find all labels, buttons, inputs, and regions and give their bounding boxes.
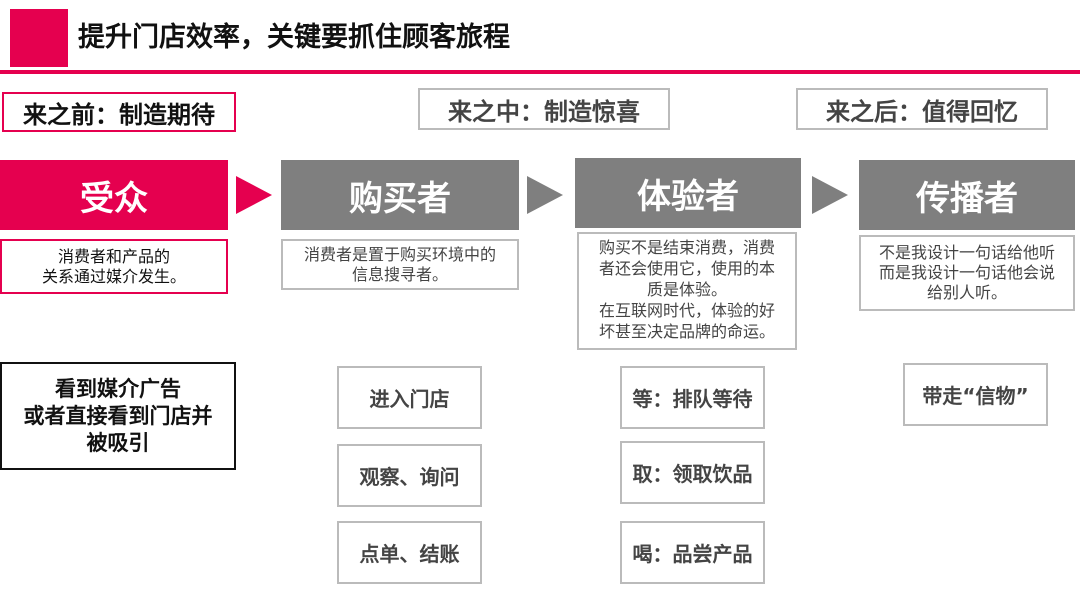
arrow-right-icon [236,176,272,214]
description-line: 消费者是置于购买环境中的 [303,244,496,264]
title-underline [0,70,1080,74]
arrow-right-icon [812,176,848,214]
phase-before-label: 来之前：制造期待 [2,92,236,132]
buyer-action-observe-ask: 观察、询问 [337,444,482,507]
role-audience-header: 受众 [0,160,228,230]
experiencer-action-taste: 喝：品尝产品 [620,521,765,584]
arrow-right-icon [527,176,563,214]
description-line: 坏甚至决定品牌的命运。 [598,322,775,341]
description-line: 不是我设计一句话给他听 [878,243,1055,262]
action-line: 被吸引 [86,430,150,455]
experiencer-action-pickup: 取：领取饮品 [620,441,765,504]
spreader-action-token: 带走“信物” [903,363,1048,426]
description-line: 消费者和产品的 [57,246,170,266]
role-spreader-description: 不是我设计一句话给他听 而是我设计一句话他会说 给别人听。 [859,235,1075,311]
description-line: 者还会使用它，使用的本 [598,259,775,278]
role-buyer-header: 购买者 [281,160,519,230]
buyer-action-enter-store: 进入门店 [337,366,482,429]
buyer-action-order-pay: 点单、结账 [337,521,482,584]
phase-during-label: 来之中：制造惊喜 [418,88,670,130]
title-accent-square [10,9,68,67]
description-line: 关系通过媒介发生。 [41,266,186,286]
experiencer-action-wait: 等：排队等待 [620,366,765,429]
audience-action-box: 看到媒介广告 或者直接看到门店并 被吸引 [0,362,236,470]
description-line: 质是体验。 [646,280,727,299]
description-line: 购买不是结束消费，消费 [598,238,775,257]
role-buyer-description: 消费者是置于购买环境中的 信息搜寻者。 [281,239,519,290]
phase-after-label: 来之后：值得回忆 [796,88,1048,130]
role-experiencer-header: 体验者 [575,158,801,228]
page-title: 提升门店效率，关键要抓住顾客旅程 [78,22,510,53]
description-line: 而是我设计一句话他会说 [878,263,1055,282]
description-line: 给别人听。 [926,283,1007,302]
action-line: 看到媒介广告 [55,376,181,401]
description-line: 在互联网时代，体验的好 [598,301,775,320]
action-line: 或者直接看到门店并 [23,403,213,428]
role-experiencer-description: 购买不是结束消费，消费 者还会使用它，使用的本 质是体验。 在互联网时代，体验的… [577,232,797,350]
role-spreader-header: 传播者 [859,160,1075,230]
role-audience-description: 消费者和产品的 关系通过媒介发生。 [0,239,228,294]
description-line: 信息搜寻者。 [351,264,448,284]
